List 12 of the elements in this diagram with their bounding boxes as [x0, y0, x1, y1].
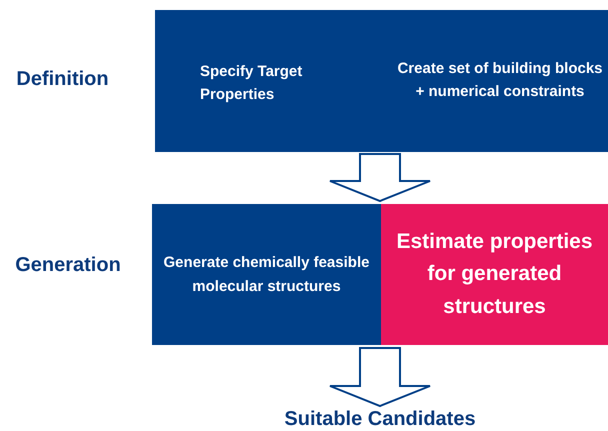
- box-text: Create set of building blocks + numerical constraints: [396, 58, 604, 102]
- process-box: [152, 204, 381, 345]
- block-arrow: [329, 347, 431, 408]
- box-text: Generate chemically feasible molecular structures: [162, 253, 370, 296]
- box-text: Estimate properties for generated structures: [395, 228, 594, 320]
- process-box: [381, 204, 608, 345]
- box-text: Specify Target Properties: [200, 62, 304, 105]
- stage-label: Definition: [15, 68, 110, 91]
- block-arrow: [329, 153, 431, 202]
- process-box: [155, 10, 608, 152]
- stage-label: Generation: [14, 254, 122, 277]
- result-text: Suitable Candidates: [284, 406, 476, 431]
